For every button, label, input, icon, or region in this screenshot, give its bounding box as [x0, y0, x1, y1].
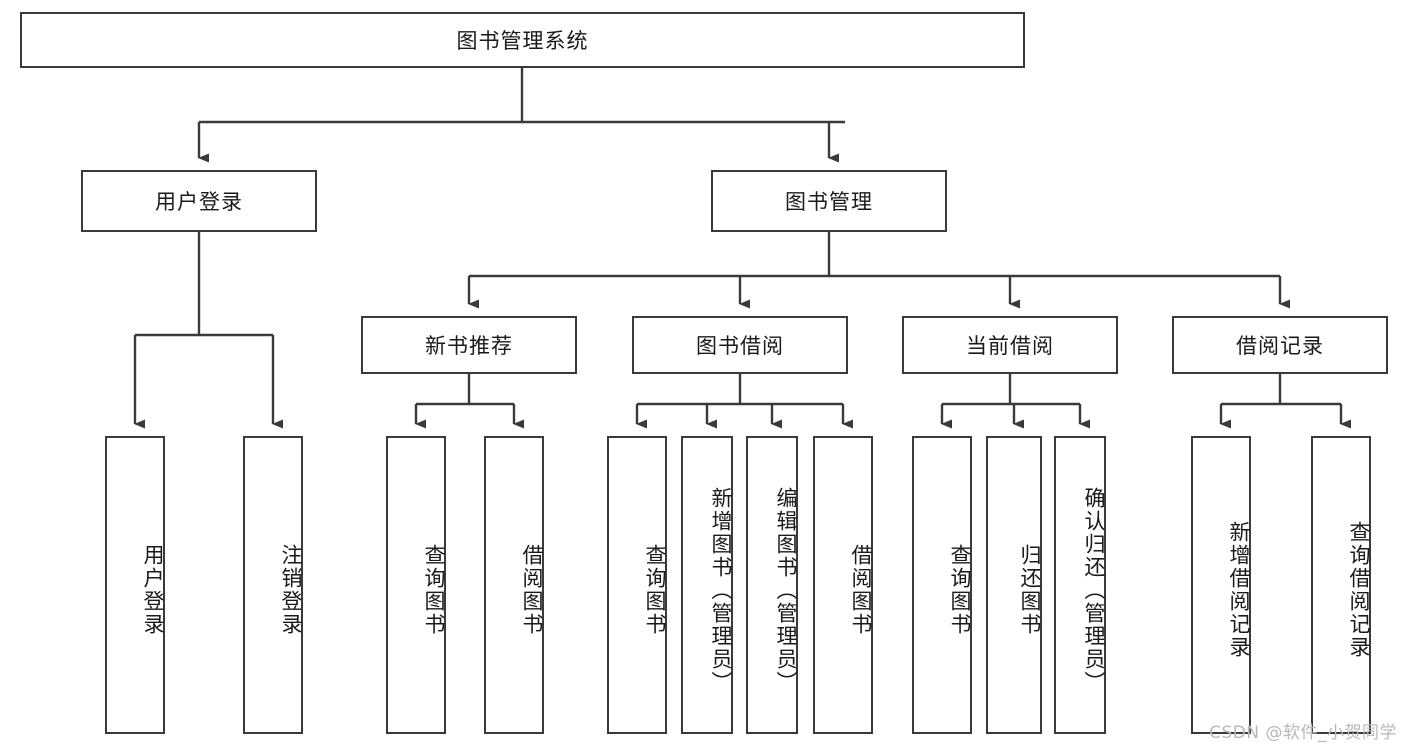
leaf-query-book-borrow[interactable]: 查询图书 [607, 436, 667, 734]
node-current-borrow[interactable]: 当前借阅 [902, 316, 1118, 374]
node-borrow-record[interactable]: 借阅记录 [1172, 316, 1388, 374]
leaf-query-borrow-record[interactable]: 查询借阅记录 [1311, 436, 1371, 734]
leaf-query-book-current[interactable]: 查询图书 [912, 436, 972, 734]
leaf-logout-login[interactable]: 注销登录 [243, 436, 303, 734]
leaf-borrow-book-recommend[interactable]: 借阅图书 [484, 436, 544, 734]
csdn-watermark: CSDN @软件_小贺同学 [1209, 723, 1397, 743]
leaf-return-book[interactable]: 归还图书 [986, 436, 1042, 734]
leaf-borrow-book[interactable]: 借阅图书 [813, 436, 873, 734]
node-user-login[interactable]: 用户登录 [81, 170, 317, 232]
leaf-add-borrow-record[interactable]: 新增借阅记录 [1191, 436, 1251, 734]
leaf-user-login[interactable]: 用户登录 [105, 436, 165, 734]
leaf-edit-book-admin[interactable]: 编辑图书（管理员） [746, 436, 798, 734]
node-new-book-recommend[interactable]: 新书推荐 [361, 316, 577, 374]
node-root[interactable]: 图书管理系统 [20, 12, 1025, 68]
leaf-confirm-return-admin[interactable]: 确认归还（管理员） [1054, 436, 1106, 734]
node-book-borrow[interactable]: 图书借阅 [632, 316, 848, 374]
node-book-manage[interactable]: 图书管理 [711, 170, 947, 232]
leaf-add-book-admin[interactable]: 新增图书（管理员） [681, 436, 733, 734]
leaf-query-book-recommend[interactable]: 查询图书 [386, 436, 446, 734]
